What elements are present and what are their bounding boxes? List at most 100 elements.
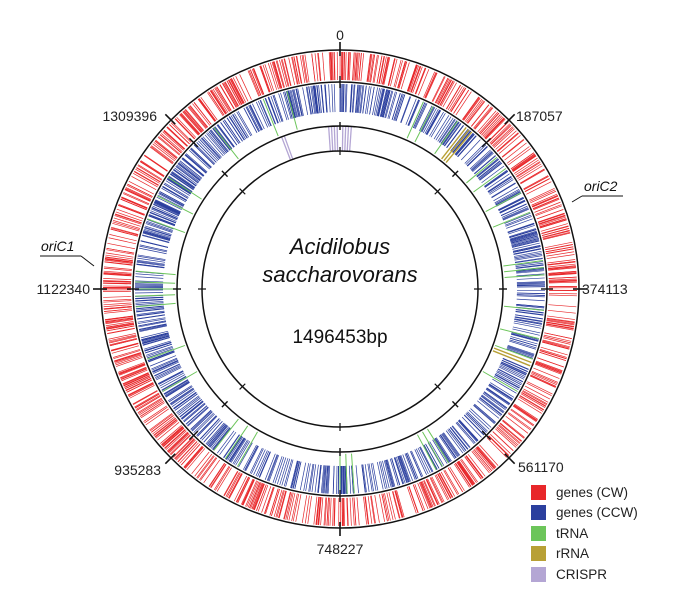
ccw-gene-mark [243, 107, 258, 133]
ccw-gene-mark [176, 164, 200, 183]
trna-mark [504, 305, 544, 311]
cw-gene-mark [175, 439, 196, 461]
ccw-gene-mark [191, 411, 213, 432]
ccw-gene-mark [233, 113, 250, 138]
ccw-gene-mark [322, 465, 326, 494]
cw-gene-mark [539, 351, 567, 361]
cw-gene-mark [531, 371, 558, 383]
cw-gene-mark [488, 435, 509, 456]
cw-gene-mark [355, 52, 359, 81]
ccw-gene-mark [488, 384, 513, 401]
ccw-gene-mark [181, 157, 204, 177]
ccw-gene-mark [491, 183, 516, 199]
ccw-gene-mark [142, 234, 170, 243]
cw-gene-mark [153, 418, 177, 436]
ccw-gene-mark [151, 357, 178, 370]
ccw-gene-mark [290, 89, 298, 118]
ccw-gene-mark [496, 370, 523, 384]
legend: genes (CW) genes (CCW) tRNA rRNA CRISPR [531, 482, 676, 585]
ccw-gene-mark [509, 337, 538, 347]
ccw-gene-mark [508, 228, 536, 238]
ccw-gene-mark [252, 103, 265, 130]
cw-gene-mark [388, 58, 396, 86]
cw-gene-mark [293, 56, 300, 85]
cw-gene-mark [438, 79, 452, 105]
cw-gene-mark [128, 180, 154, 195]
ccw-gene-mark [147, 219, 174, 230]
ccw-gene-mark [295, 88, 303, 117]
ccw-gene-mark [478, 161, 502, 180]
ccw-gene-mark [414, 102, 427, 129]
ccw-gene-mark [257, 100, 270, 127]
cw-gene-mark [260, 65, 271, 93]
cw-gene-mark [145, 408, 169, 426]
ccw-gene-mark [511, 240, 540, 248]
cw-gene-mark [246, 480, 259, 507]
cw-gene-mark [143, 405, 167, 422]
cw-gene-mark [392, 491, 401, 519]
cw-gene-mark [542, 341, 570, 350]
cw-gene-mark [240, 478, 254, 505]
cw-gene-mark [538, 214, 566, 225]
cw-gene-mark [272, 61, 282, 89]
ccw-gene-mark [313, 85, 318, 114]
ccw-gene-mark [248, 105, 262, 131]
ccw-gene-mark [146, 222, 173, 232]
ccw-gene-mark [498, 197, 524, 211]
cw-gene-mark [535, 204, 562, 215]
cw-gene-mark [542, 339, 570, 348]
ccw-gene-mark [226, 117, 243, 142]
ccw-gene-mark [510, 232, 538, 241]
cw-gene-mark [543, 337, 571, 345]
cw-gene-mark [534, 363, 562, 375]
ccw-gene-mark [510, 235, 539, 244]
ccw-gene-mark [510, 232, 538, 242]
cw-gene-mark [103, 298, 132, 302]
ccw-gene-mark [511, 239, 540, 247]
cw-gene-mark [168, 432, 189, 453]
cw-gene-mark [455, 462, 472, 487]
ccw-gene-mark [135, 283, 164, 285]
cw-gene-mark [489, 123, 511, 144]
trna-mark [503, 259, 544, 267]
cw-gene-mark [483, 116, 504, 138]
ccw-gene-mark [467, 146, 488, 167]
cw-gene-mark [546, 251, 575, 257]
ccw-gene-mark [344, 84, 347, 113]
tick-mark-inner [221, 170, 229, 178]
cw-gene-mark [103, 273, 132, 277]
ccw-gene-mark [136, 259, 165, 265]
cw-gene-mark [545, 243, 573, 250]
cw-gene-mark [109, 338, 138, 347]
cw-gene-mark [318, 497, 322, 526]
cw-gene-mark [533, 367, 560, 379]
ccw-gene-mark [283, 459, 293, 487]
cw-gene-mark [360, 53, 365, 82]
cw-gene-mark [548, 304, 577, 308]
cw-gene-mark [535, 362, 563, 373]
ccw-gene-mark [251, 448, 264, 475]
ccw-gene-mark [167, 177, 192, 194]
cw-gene-mark [149, 146, 173, 165]
ccw-gene-mark [514, 258, 543, 264]
cw-gene-mark [110, 342, 139, 351]
ccw-gene-mark [445, 430, 464, 454]
trna-mark [135, 294, 176, 297]
cw-gene-mark [226, 472, 241, 498]
ccw-gene-mark [516, 303, 545, 308]
cw-gene-mark [264, 487, 274, 514]
ccw-gene-mark [206, 423, 226, 446]
ccw-gene-mark [217, 124, 235, 148]
cw-gene-mark [161, 133, 183, 153]
ccw-gene-mark [471, 151, 493, 171]
ccw-gene-mark [135, 292, 164, 294]
cw-gene-mark [498, 425, 520, 445]
ccw-gene-mark [207, 424, 227, 447]
ccw-gene-mark [500, 362, 527, 376]
ccw-gene-mark [242, 444, 257, 470]
cw-gene-mark [414, 67, 426, 95]
cw-gene-mark [139, 401, 164, 417]
tick-mark-core [239, 383, 246, 390]
cw-gene-mark [382, 56, 389, 85]
cw-gene-mark [410, 65, 421, 93]
